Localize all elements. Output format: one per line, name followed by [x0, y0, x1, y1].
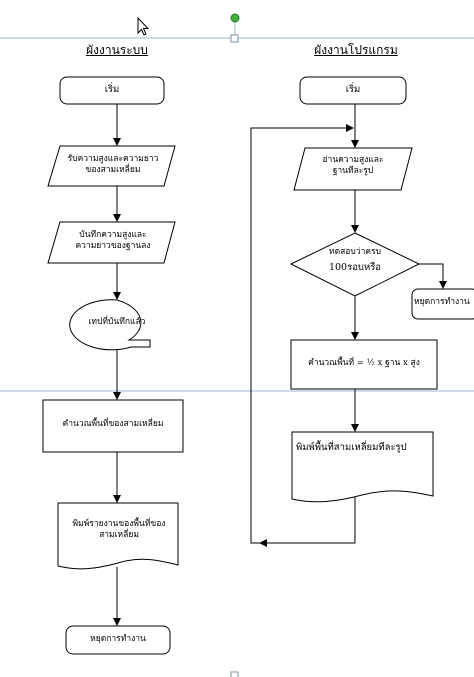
program-yes-branch-arrow: [419, 263, 447, 289]
system-compute-process: [42, 399, 184, 453]
system-tape-storage: [69, 299, 151, 351]
system-tape-label: เทปที่บันทึกแล้ว: [88, 317, 146, 327]
resize-handle-top[interactable]: [230, 34, 239, 43]
mouse-pointer-icon: [137, 16, 150, 36]
system-input-parallelogram: [47, 145, 176, 187]
program-stop-terminator: [411, 288, 474, 320]
system-report-label: พิมพ์รายงานของพื้นที่ของ สามเหลี่ยม: [72, 519, 166, 541]
system-save-parallelogram: [47, 221, 176, 264]
program-flow-heading: ผังงานโปรแกรม: [314, 43, 398, 57]
program-compute-label: คำนวณพื้นที่ = ½ x ฐาน x สูง: [308, 358, 420, 368]
system-flow-heading: ผังงานระบบ: [86, 43, 148, 57]
program-start-terminator: [299, 76, 407, 105]
program-decision-label-1: ทดสอบว่าครบ: [328, 247, 381, 257]
system-stop-label: หยุดการทำงาน: [90, 634, 146, 644]
program-loop-back-arrow: [250, 124, 356, 544]
resize-handle-bottom[interactable]: [230, 671, 239, 677]
rotate-handle-icon[interactable]: [230, 13, 240, 23]
system-compute-label: คำนวณพื้นที่ของสามเหลี่ยม: [62, 419, 164, 429]
system-input-label: รับความสูงและความยาว ของสามเหลี่ยม: [67, 154, 159, 176]
system-save-label: บันทึกความสูงและ ความยาวของฐานลง: [75, 230, 151, 252]
program-read-parallelogram: [293, 147, 413, 191]
program-decision-label-2: 100รอบหรือ: [328, 262, 382, 273]
system-start-label: เริ่ม: [104, 84, 120, 95]
program-print-document: [291, 431, 434, 503]
program-read-label: อ่านความสูงและ ฐานทีละรูป: [322, 155, 384, 177]
program-compute-process: [290, 339, 438, 390]
system-report-document: [57, 502, 179, 570]
program-start-label: เริ่ม: [345, 84, 361, 95]
system-stop-terminator: [65, 625, 171, 655]
system-start-terminator: [59, 76, 165, 105]
program-print-label: พิมพ์พื้นที่สามเหลี่ยมทีละรูป: [296, 442, 407, 453]
program-stop-label: หยุดการทำงาน: [414, 297, 470, 307]
